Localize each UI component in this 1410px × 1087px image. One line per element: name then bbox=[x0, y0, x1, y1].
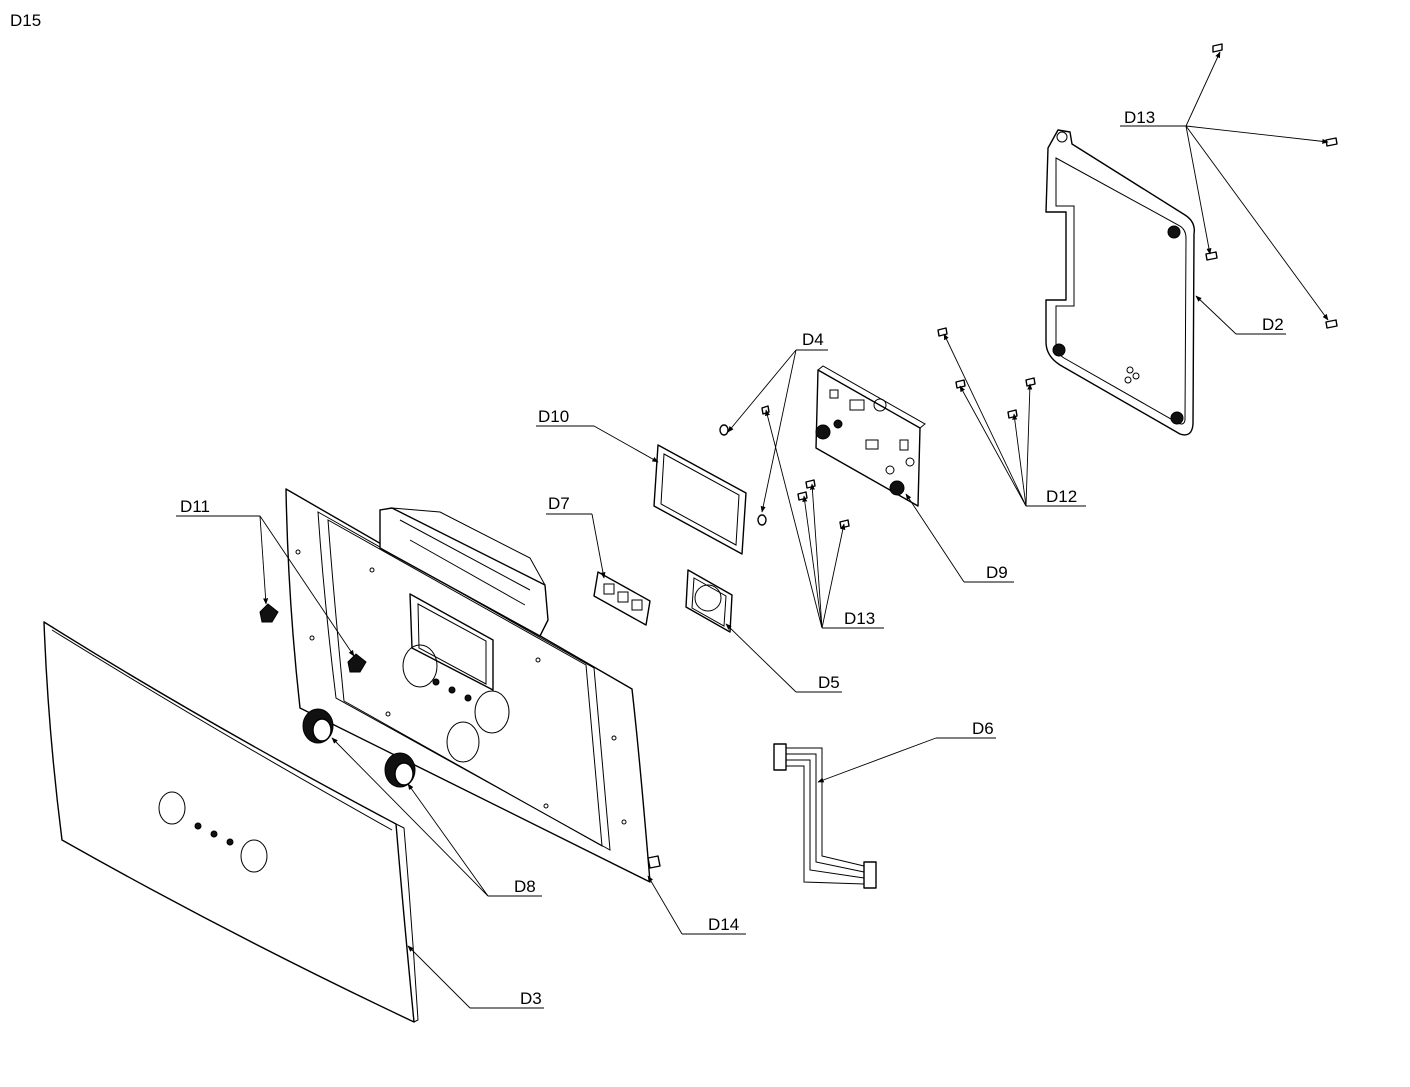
callout-d7: D7 bbox=[548, 494, 570, 513]
callout-d6: D6 bbox=[972, 719, 994, 738]
sheet-label: D15 bbox=[10, 11, 41, 30]
callout-d11: D11 bbox=[180, 497, 210, 516]
part-d3-front-panel bbox=[43, 621, 419, 1023]
leader-lines bbox=[176, 51, 1329, 1009]
part-d5-bracket bbox=[685, 569, 733, 633]
callout-d9: D9 bbox=[986, 563, 1008, 582]
part-d14-front-frame bbox=[285, 488, 661, 883]
part-d10-display-frame bbox=[653, 444, 747, 555]
callout-d14: D14 bbox=[708, 915, 739, 934]
part-d12-screws bbox=[937, 327, 1036, 419]
part-d9-circuit-board bbox=[815, 365, 926, 507]
callout-labels: D13 D2 D4 D10 D12 D7 D11 D9 D13 D5 D6 D8… bbox=[180, 108, 1284, 1008]
part-d8-knobs bbox=[302, 708, 416, 788]
part-d13-screws-middle bbox=[797, 479, 850, 529]
callout-d2: D2 bbox=[1262, 315, 1284, 334]
callout-d12: D12 bbox=[1046, 487, 1077, 506]
part-d11-feet bbox=[259, 603, 367, 673]
part-d7-button-bezel bbox=[593, 571, 651, 626]
callout-d3: D3 bbox=[520, 989, 542, 1008]
callout-d13-middle: D13 bbox=[844, 609, 875, 628]
callout-d5: D5 bbox=[818, 673, 840, 692]
callout-d8: D8 bbox=[514, 877, 536, 896]
callout-d13-top: D13 bbox=[1124, 108, 1155, 127]
callout-d4: D4 bbox=[802, 330, 824, 349]
part-d6-cable-harness bbox=[773, 743, 877, 889]
part-d2-back-cover bbox=[1045, 129, 1195, 436]
callout-d10: D10 bbox=[538, 407, 569, 426]
part-d13-screws-top bbox=[1205, 43, 1338, 329]
